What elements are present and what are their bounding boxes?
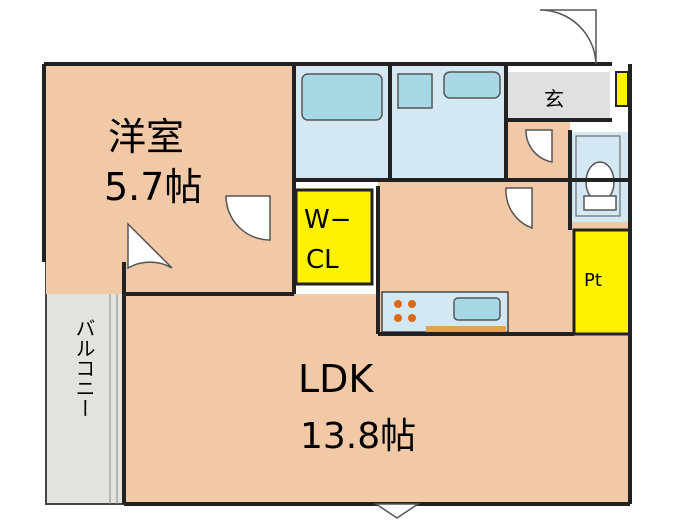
doors xyxy=(127,9,597,519)
entrance-label: 玄 xyxy=(544,87,564,111)
pantry-label: Pt xyxy=(584,270,602,291)
balcony xyxy=(45,261,125,505)
ldk-size: 13.8帖 xyxy=(300,416,416,457)
bathtub xyxy=(301,73,383,121)
wcl-line2: CL xyxy=(306,245,339,275)
western-room-name: 洋室 xyxy=(108,115,184,159)
ldk-name: LDK xyxy=(298,357,374,401)
walk-in-closet xyxy=(294,188,374,286)
wash-basin xyxy=(443,71,501,99)
western-room xyxy=(46,66,294,294)
wcl-line1: W− xyxy=(304,205,352,235)
pantry xyxy=(572,228,632,336)
balcony-label: バルコニー xyxy=(72,318,96,418)
ldk-area xyxy=(124,182,630,504)
western-room-size: 5.7帖 xyxy=(104,165,202,209)
entrance xyxy=(506,72,610,120)
